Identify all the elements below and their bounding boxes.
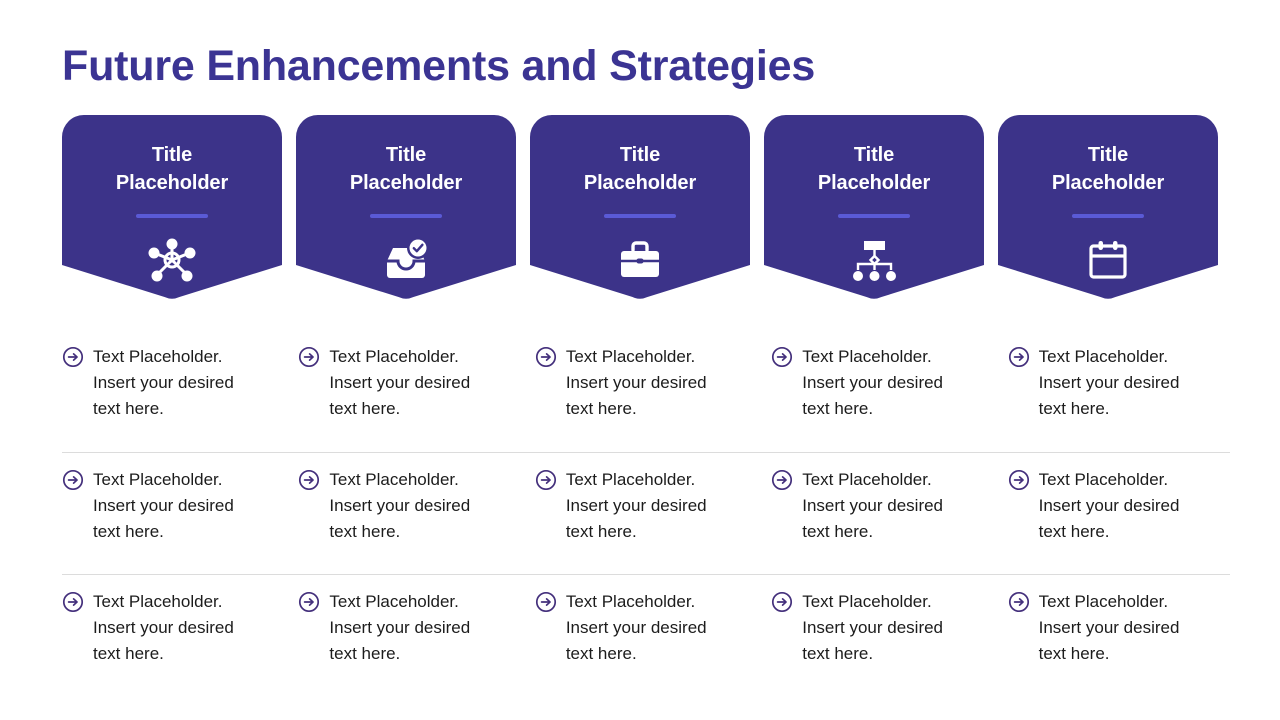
feature-card-5[interactable]: Title Placeholder	[998, 115, 1218, 300]
card-title: Title Placeholder	[583, 144, 697, 195]
card-divider-rule	[604, 213, 676, 218]
page-title: Future Enhancements and Strategies	[62, 42, 816, 90]
feature-card-2[interactable]: Title Placeholder	[296, 115, 516, 300]
arrow-circle-right-icon	[62, 469, 84, 491]
arrow-circle-right-icon	[298, 591, 320, 613]
arrow-circle-right-icon	[535, 591, 557, 613]
text-cell[interactable]: Text Placeholder. Insert your desired te…	[298, 453, 520, 574]
inbox-check-icon	[378, 236, 434, 283]
calendar-icon	[1080, 237, 1136, 283]
placeholder-text: Text Placeholder. Insert your desired te…	[565, 470, 707, 541]
card-banner-shape	[530, 115, 750, 299]
card-title: Title Placeholder	[115, 144, 229, 195]
card-title: Title Placeholder	[349, 144, 463, 195]
placeholder-text: Text Placeholder. Insert your desired te…	[93, 347, 234, 418]
network-hub-icon	[144, 237, 200, 283]
text-cell[interactable]: Text Placeholder. Insert your desired te…	[62, 330, 284, 452]
text-cell[interactable]: Text Placeholder. Insert your desired te…	[771, 330, 993, 452]
card-title: Title Placeholder	[817, 144, 931, 195]
arrow-circle-right-icon	[771, 346, 793, 368]
text-cell[interactable]: Text Placeholder. Insert your desired te…	[771, 575, 993, 696]
feature-card-1[interactable]: Title Placeholder	[62, 115, 282, 300]
text-cell[interactable]: Text Placeholder. Insert your desired te…	[535, 453, 757, 574]
card-divider-rule	[136, 213, 208, 218]
arrow-circle-right-icon	[535, 469, 557, 491]
text-cell[interactable]: Text Placeholder. Insert your desired te…	[1008, 330, 1230, 452]
card-row: Title Placeholder	[62, 115, 1218, 300]
text-cell[interactable]: Text Placeholder. Insert your desired te…	[298, 575, 520, 696]
text-row-3: Text Placeholder. Insert your desired te…	[62, 574, 1230, 696]
placeholder-text: Text Placeholder. Insert your desired te…	[565, 592, 707, 663]
text-cell[interactable]: Text Placeholder. Insert your desired te…	[62, 453, 284, 574]
placeholder-text: Text Placeholder. Insert your desired te…	[329, 592, 471, 663]
card-divider-rule	[1072, 213, 1144, 218]
placeholder-text: Text Placeholder. Insert your desired te…	[802, 592, 944, 663]
placeholder-text: Text Placeholder. Insert your desired te…	[565, 347, 707, 418]
placeholder-text: Text Placeholder. Insert your desired te…	[1038, 592, 1180, 663]
arrow-circle-right-icon	[1008, 469, 1030, 491]
text-cell[interactable]: Text Placeholder. Insert your desired te…	[535, 330, 757, 452]
arrow-circle-right-icon	[771, 591, 793, 613]
feature-card-4[interactable]: Title Placeholder	[764, 115, 984, 300]
text-cell[interactable]: Text Placeholder. Insert your desired te…	[1008, 575, 1230, 696]
text-cell[interactable]: Text Placeholder. Insert your desired te…	[1008, 453, 1230, 574]
text-cell[interactable]: Text Placeholder. Insert your desired te…	[771, 453, 993, 574]
text-cell[interactable]: Text Placeholder. Insert your desired te…	[535, 575, 757, 696]
card-banner-shape	[62, 115, 282, 299]
placeholder-text: Text Placeholder. Insert your desired te…	[1038, 470, 1180, 541]
card-banner-shape	[998, 115, 1218, 299]
org-chart-icon	[846, 237, 902, 283]
arrow-circle-right-icon	[62, 346, 84, 368]
arrow-circle-right-icon	[771, 469, 793, 491]
arrow-circle-right-icon	[298, 346, 320, 368]
placeholder-text: Text Placeholder. Insert your desired te…	[329, 470, 471, 541]
text-cell[interactable]: Text Placeholder. Insert your desired te…	[62, 575, 284, 696]
placeholder-text: Text Placeholder. Insert your desired te…	[802, 470, 944, 541]
text-cell[interactable]: Text Placeholder. Insert your desired te…	[298, 330, 520, 452]
arrow-circle-right-icon	[1008, 591, 1030, 613]
arrow-circle-right-icon	[1008, 346, 1030, 368]
card-banner-shape	[764, 115, 984, 299]
placeholder-text: Text Placeholder. Insert your desired te…	[329, 347, 471, 418]
placeholder-text-grid: Text Placeholder. Insert your desired te…	[62, 330, 1230, 696]
briefcase-icon	[612, 237, 668, 283]
feature-card-3[interactable]: Title Placeholder	[530, 115, 750, 300]
card-divider-rule	[370, 213, 442, 218]
arrow-circle-right-icon	[62, 591, 84, 613]
placeholder-text: Text Placeholder. Insert your desired te…	[802, 347, 944, 418]
card-banner-shape	[296, 115, 516, 299]
card-divider-rule	[838, 213, 910, 218]
card-title: Title Placeholder	[1051, 144, 1165, 195]
placeholder-text: Text Placeholder. Insert your desired te…	[93, 592, 234, 663]
placeholder-text: Text Placeholder. Insert your desired te…	[93, 470, 234, 541]
arrow-circle-right-icon	[535, 346, 557, 368]
text-row-2: Text Placeholder. Insert your desired te…	[62, 452, 1230, 574]
placeholder-text: Text Placeholder. Insert your desired te…	[1038, 347, 1180, 418]
arrow-circle-right-icon	[298, 469, 320, 491]
text-row-1: Text Placeholder. Insert your desired te…	[62, 330, 1230, 452]
